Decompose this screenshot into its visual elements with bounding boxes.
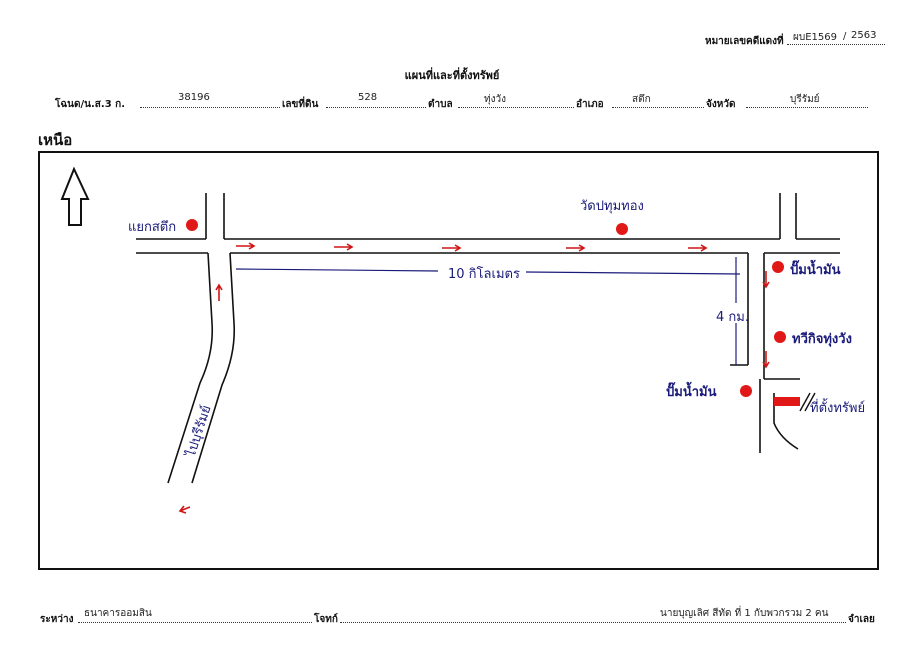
province-dots	[746, 107, 868, 108]
case-number-separator: /	[843, 31, 847, 42]
arrow-east-1	[236, 242, 256, 250]
arrow-east-5	[688, 244, 708, 252]
property-hatch-2	[804, 392, 816, 412]
case-number-label: หมายเลขคดีแดงที่	[705, 36, 784, 47]
plaintiff-role: โจทก์	[314, 614, 338, 625]
arrow-east-3	[442, 244, 462, 252]
property-label: ที่ตั้งทรัพย์	[810, 401, 866, 416]
province-label: จังหวัด	[706, 99, 736, 110]
gas-station-1-marker	[772, 261, 784, 273]
district-label: อำเภอ	[576, 99, 604, 110]
distance-line-main-left	[235, 268, 439, 272]
map-frame: แยกสตึก วัดปทุมทอง ปั๊มน้ำมัน ทวีกิจทุ่ง…	[38, 151, 879, 570]
land-no-dots	[326, 107, 426, 108]
arrow-east-2	[334, 243, 354, 251]
district-dots	[612, 107, 704, 108]
case-number-value: ผบE1569	[793, 32, 837, 43]
case-number-dots	[787, 44, 885, 45]
office-marker	[774, 331, 786, 343]
gas-station-2-label: ปั๊มน้ำมัน	[666, 385, 717, 400]
office-label: ทวีกิจทุ่งวัง	[792, 332, 852, 347]
defendant-name: นายบุญเลิศ สีทัด ที่ 1 กับพวกรวม 2 คน	[660, 608, 829, 619]
north-label: เหนือ	[38, 131, 73, 149]
location-markers	[186, 219, 786, 397]
case-year-value: 2563	[851, 30, 877, 41]
gas-station-2-marker	[740, 385, 752, 397]
distance-line-main-right	[525, 271, 741, 275]
land-no-value: 528	[358, 92, 378, 103]
arrow-southwest	[178, 505, 191, 514]
arrow-north-1	[215, 283, 223, 301]
property-hatch-1	[799, 392, 811, 412]
arrow-south-2	[762, 351, 770, 369]
direction-arrows	[178, 242, 770, 514]
road-to-buriram-right	[191, 252, 236, 484]
junction-marker	[186, 219, 198, 231]
temple-label: วัดปทุมทอง	[580, 199, 644, 214]
arrow-east-4	[566, 244, 586, 252]
deed-dots	[140, 107, 280, 108]
subdistrict-value: ทุ่งวัง	[484, 94, 506, 105]
distance-main-label: 10 กิโลเมตร	[448, 267, 520, 282]
property-block	[774, 397, 800, 406]
deed-label: โฉนด/น.ส.3 ก.	[55, 99, 125, 110]
subdistrict-dots	[458, 107, 574, 108]
district-value: สตึก	[632, 94, 651, 105]
arrow-south-1	[762, 271, 770, 289]
north-arrow-icon	[60, 166, 90, 226]
province-value: บุรีรัมย์	[790, 94, 820, 105]
map-drawing	[60, 166, 840, 514]
land-no-label: เลขที่ดิน	[282, 99, 319, 110]
plaintiff-name: ธนาคารออมสิน	[84, 608, 152, 619]
subdistrict-label: ตำบล	[428, 99, 453, 110]
page-title: แผนที่และที่ตั้งทรัพย์	[404, 69, 500, 82]
between-label: ระหว่าง	[40, 614, 74, 625]
defendant-role: จำเลย	[848, 614, 875, 625]
road-to-buriram-left	[167, 252, 214, 484]
junction-label: แยกสตึก	[128, 220, 177, 235]
defendant-dots	[340, 622, 846, 623]
side-road-lower-right	[773, 393, 799, 450]
deed-value: 38196	[178, 92, 210, 103]
plaintiff-dots	[78, 622, 312, 623]
gas-station-1-label: ปั๊มน้ำมัน	[790, 263, 841, 278]
distance-side-label: 4 กม.	[716, 310, 749, 325]
temple-marker	[616, 223, 628, 235]
